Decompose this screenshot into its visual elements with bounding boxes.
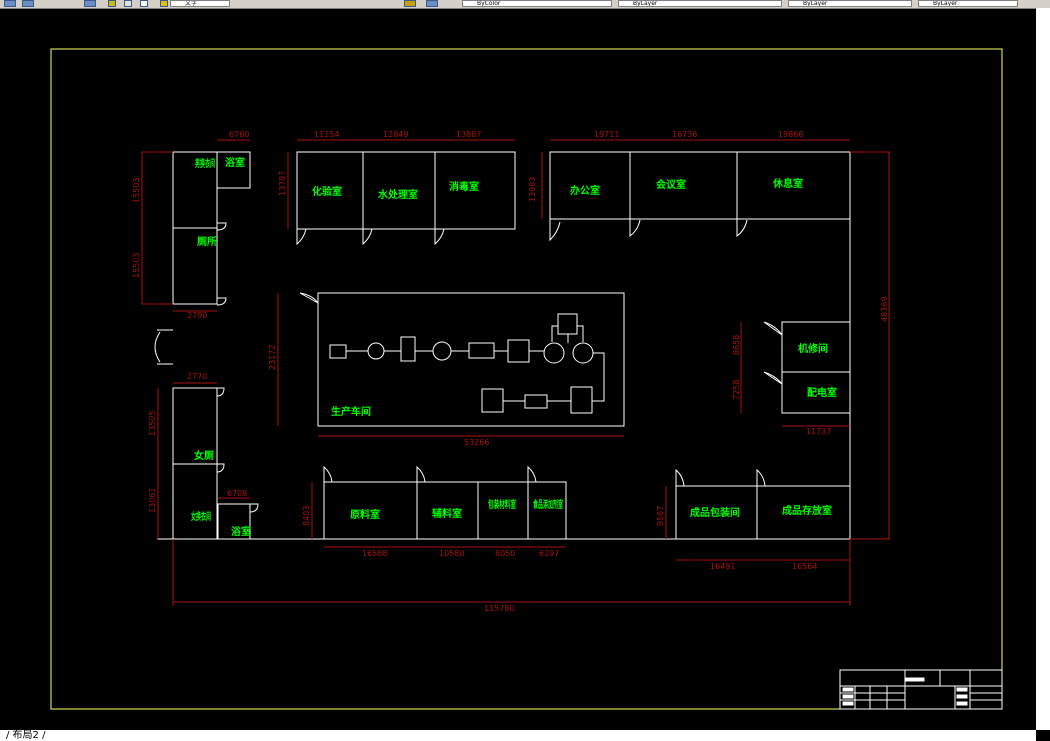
room-label: 厕所 [197, 235, 217, 248]
dim-text: 16564 [792, 562, 817, 571]
dim-text: 7258 [732, 380, 741, 400]
room-label: 化验室 [312, 185, 342, 198]
dimension-labels: 6760 11254 12849 13887 19711 16736 19866… [132, 130, 889, 613]
dim-text: 9587 [656, 506, 665, 526]
layout-tab[interactable]: / 布局2 / [6, 730, 46, 741]
layer-lock-icon[interactable] [140, 0, 148, 7]
room-label: 休息室 [772, 177, 803, 190]
dim-text: 19866 [778, 130, 803, 139]
dim-text: 16491 [710, 562, 735, 571]
linetype-combo[interactable]: ByLayer [618, 0, 782, 7]
room-label: 成品存放室 [782, 504, 832, 517]
dim-text: 115780 [484, 604, 515, 613]
print-icon[interactable] [22, 0, 34, 7]
room-label: 机修间 [798, 342, 828, 355]
wall-lines [154, 151, 851, 540]
room-label: 原料室 [350, 508, 380, 521]
room-label: 浴室 [231, 525, 251, 538]
dim-text: 16588 [362, 549, 387, 558]
dim-text: 23172 [268, 345, 277, 370]
dim-text: 48369 [880, 297, 889, 322]
drawing-border [50, 48, 1003, 710]
color-combo[interactable]: ByColor [462, 0, 612, 7]
dim-text: 2790 [187, 311, 207, 320]
room-label: 辅料室 [432, 507, 462, 520]
title-block [839, 669, 1003, 710]
dim-text: 13505 [148, 411, 157, 436]
room-label: 生产车间 [331, 405, 371, 418]
room-labels: 男换衣间 浴室 厕所 化验室 水处理室 消毒室 办公室 会议室 休息室 生产车间… [191, 156, 837, 538]
room-label: 男换衣间 [195, 157, 215, 170]
drawing-canvas[interactable]: 6760 11254 12849 13887 19711 16736 19866… [0, 8, 1036, 730]
vertical-scrollbar[interactable] [1036, 8, 1050, 730]
layout-tab-bar: / 布局2 / [0, 730, 1036, 741]
dim-text: 15503 [132, 253, 141, 278]
lineweight-combo[interactable]: ByLayer [788, 0, 912, 7]
match-properties-icon[interactable] [404, 0, 416, 7]
dim-text: 15503 [132, 178, 141, 203]
room-label: 浴室 [225, 156, 245, 169]
layer-icon[interactable] [84, 0, 96, 7]
dim-text: 10580 [439, 549, 464, 558]
room-label: 女换衣间 [191, 510, 211, 523]
dim-text: 12849 [383, 130, 408, 139]
dimension-lines [141, 139, 890, 606]
dim-text: 8658 [732, 335, 741, 355]
process-flow-diagram [329, 313, 605, 414]
cad-toolbar: 文字 ByColor ByLayer ByLayer ByLayer [0, 0, 1050, 9]
save-icon[interactable] [4, 0, 16, 7]
dim-text: 8050 [495, 549, 515, 558]
room-label: 消毒室 [449, 180, 479, 193]
room-label: 配电室 [807, 386, 837, 399]
room-label: 包装材料室 [488, 498, 516, 511]
dim-text: 6297 [539, 549, 559, 558]
dim-text: 19711 [594, 130, 619, 139]
room-label: 食品添加剂室 [533, 498, 564, 511]
color-square-icon[interactable] [160, 0, 168, 7]
room-label: 成品包装间 [690, 506, 740, 519]
plotstyle-combo[interactable]: ByLayer [918, 0, 1018, 7]
dim-text: 53266 [464, 438, 489, 447]
dim-text: 13061 [148, 488, 157, 513]
bulb-icon[interactable] [108, 0, 116, 7]
dim-text: 16736 [672, 130, 697, 139]
room-label: 女厕 [194, 449, 214, 462]
room-label: 水处理室 [377, 188, 418, 201]
layer-previous-icon[interactable] [426, 0, 438, 7]
room-label: 会议室 [656, 178, 686, 191]
dim-text: 11254 [314, 130, 339, 139]
dim-text: 6708 [227, 489, 247, 498]
room-label: 办公室 [570, 184, 600, 197]
dim-text: 13787 [278, 171, 287, 196]
text-style-combo[interactable]: 文字 [170, 0, 230, 7]
dim-text: 13983 [528, 177, 537, 202]
dim-text: 13887 [456, 130, 481, 139]
dim-text: 11737 [806, 427, 831, 436]
dim-text: 8403 [302, 506, 311, 526]
dim-text: 2770 [187, 372, 207, 381]
dim-text: 6760 [229, 130, 249, 139]
sun-icon[interactable] [124, 0, 132, 7]
